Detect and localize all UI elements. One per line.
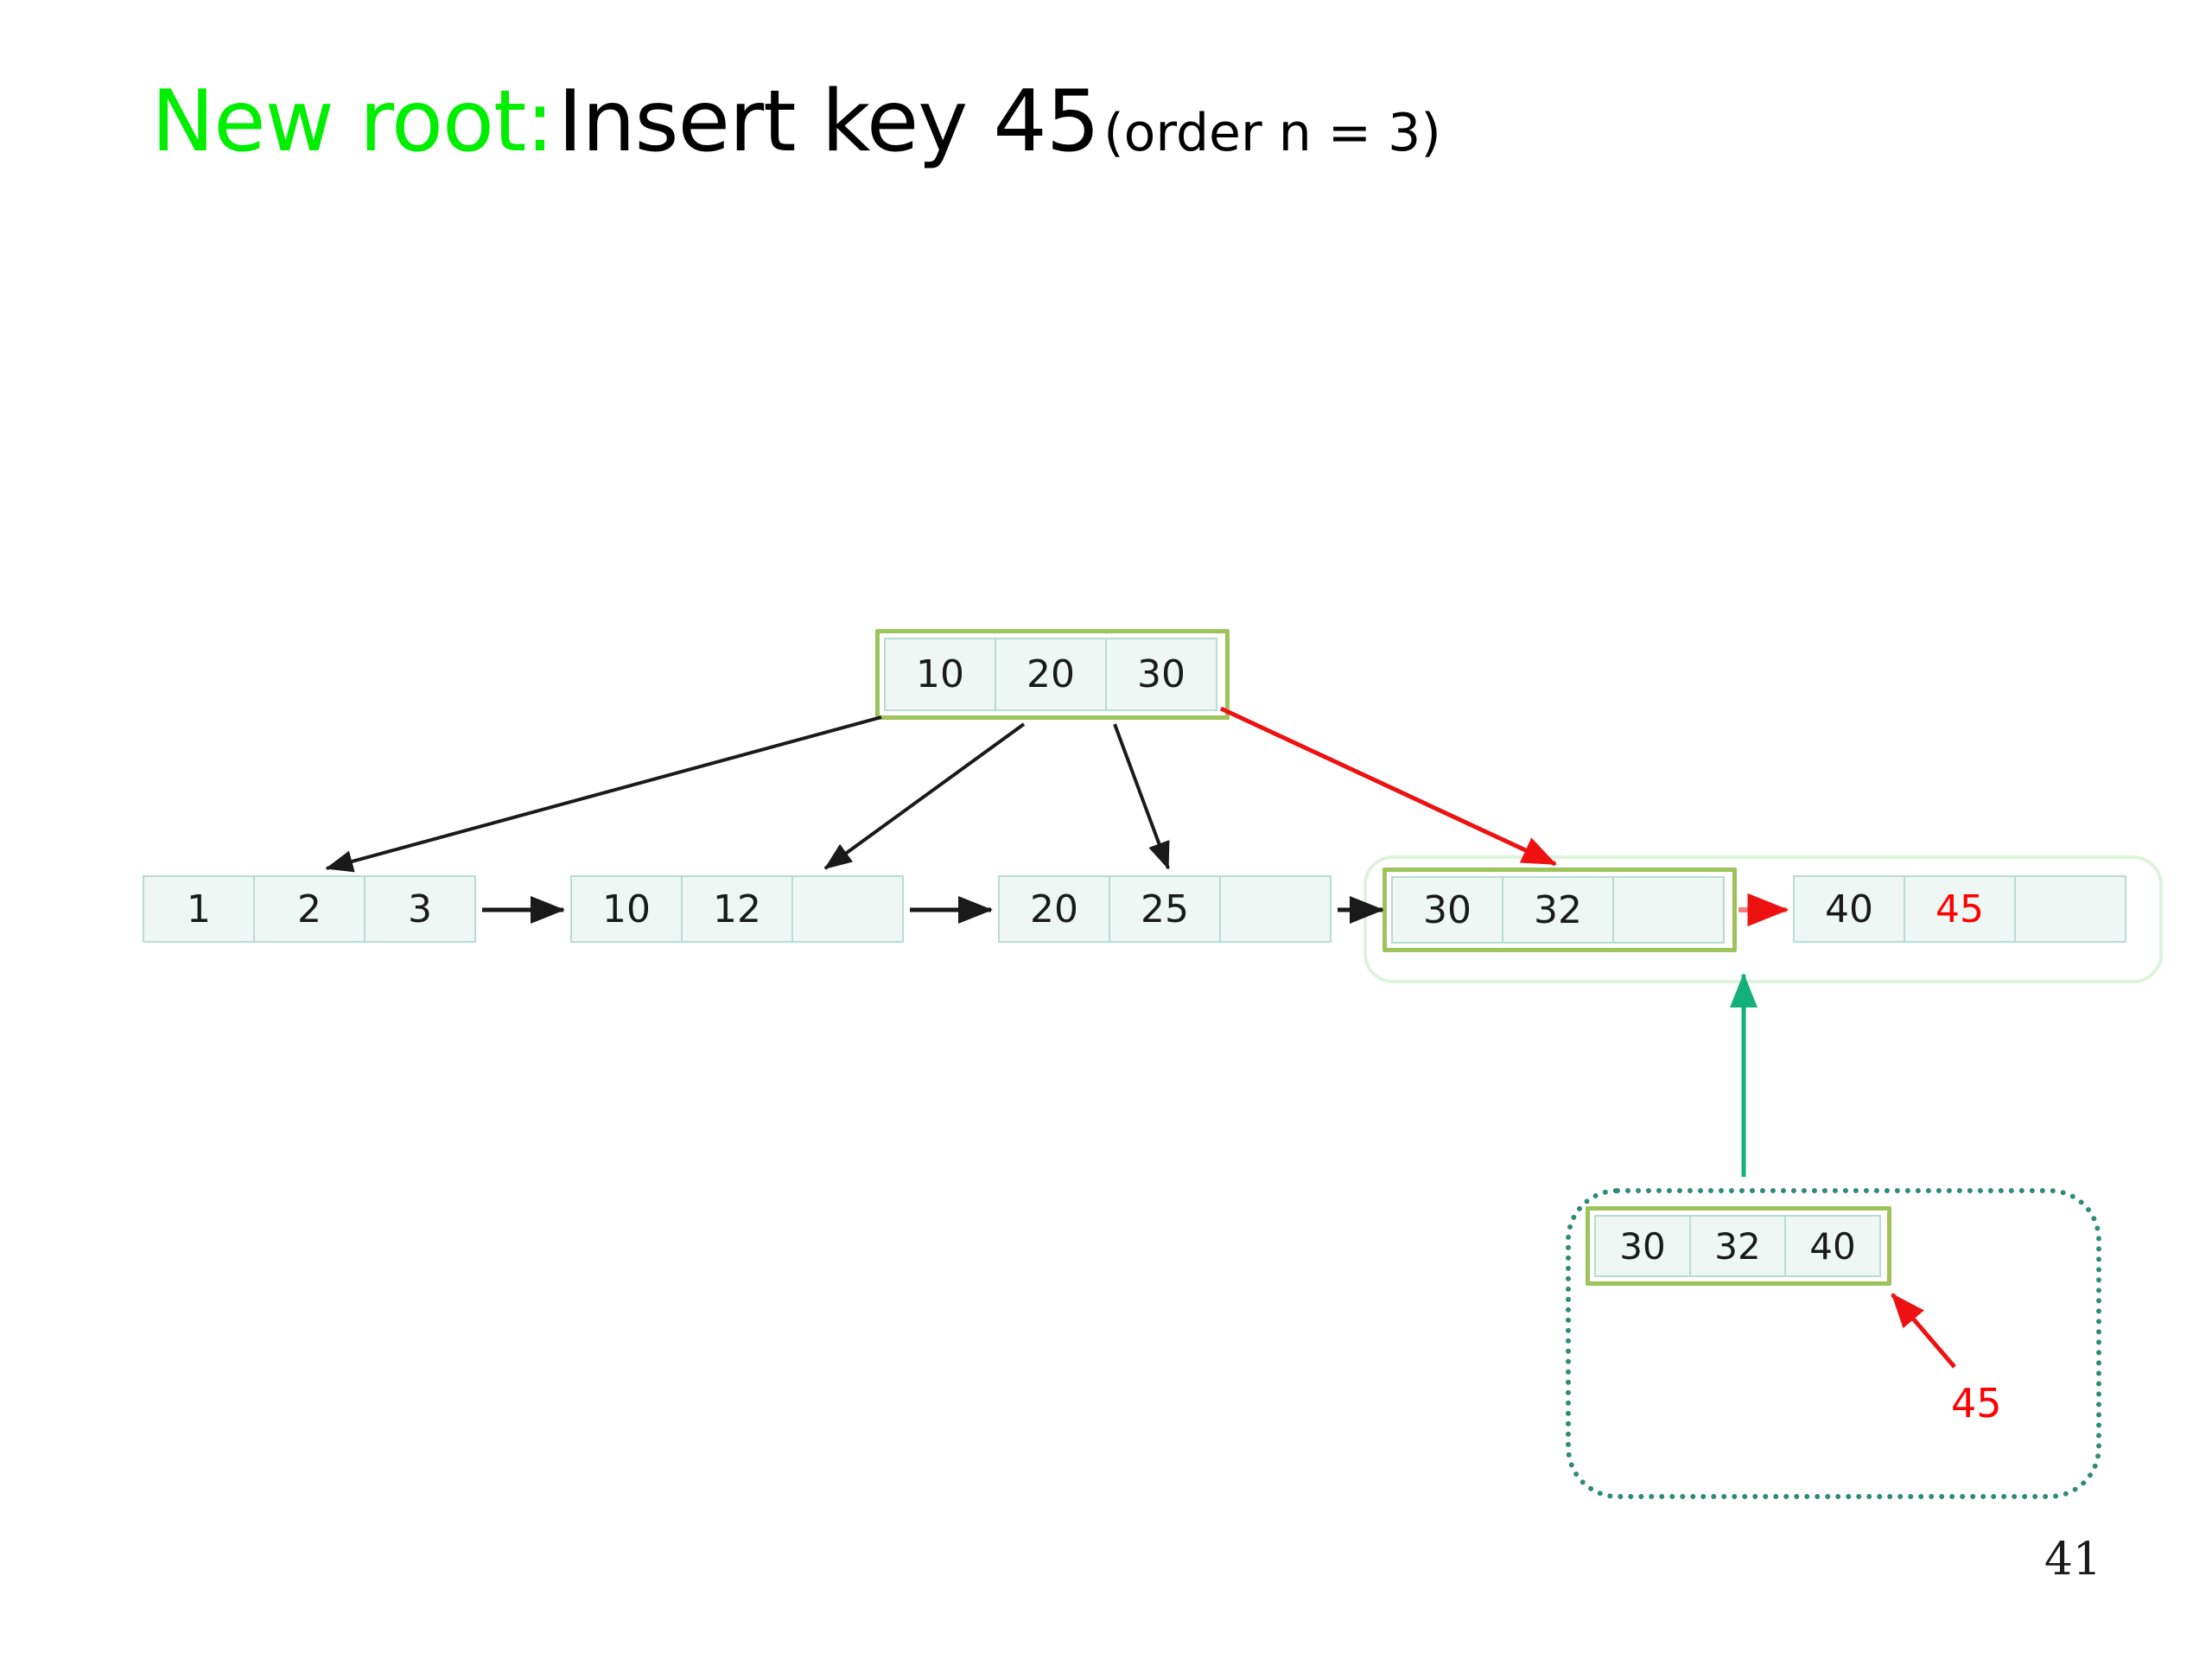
leaf-cell[interactable]: 2: [253, 875, 365, 943]
page-number: 41: [2044, 1534, 2101, 1586]
leaf-cell[interactable]: 40: [1793, 875, 1905, 943]
leaf-cell[interactable]: [1219, 875, 1332, 943]
leaf-cell-new-key[interactable]: 45: [1904, 875, 2016, 943]
leaf-node-1[interactable]: 1 2 3: [143, 875, 480, 943]
title-main-text: Insert key 45: [557, 73, 1101, 171]
root-cell[interactable]: 20: [995, 638, 1107, 711]
overflow-cell[interactable]: 40: [1784, 1215, 1881, 1277]
incoming-key-label: 45: [1951, 1380, 2002, 1427]
overflow-cell[interactable]: 30: [1594, 1215, 1691, 1277]
edge-root-to-leaf-2: [823, 722, 1026, 870]
leaf-cell[interactable]: 10: [570, 875, 683, 943]
leaf-node-2[interactable]: 10 12: [570, 875, 907, 943]
overflow-region: [1566, 1188, 2101, 1499]
root-node[interactable]: 10 20 30: [884, 638, 1221, 711]
leaf-cell[interactable]: 32: [1502, 876, 1614, 944]
leaf-cell[interactable]: 20: [998, 875, 1110, 943]
overflow-cell[interactable]: 32: [1689, 1215, 1786, 1277]
leaf-node-5[interactable]: 40 45: [1793, 875, 2130, 943]
overflow-node[interactable]: 30 32 40: [1594, 1215, 1883, 1277]
edge-root-to-leaf-1: [325, 715, 882, 873]
leaf-cell[interactable]: [1612, 876, 1725, 944]
root-cell[interactable]: 30: [1105, 638, 1217, 711]
leaf-node-3[interactable]: 20 25: [998, 875, 1335, 943]
title-lead-text: New root:: [151, 73, 554, 171]
title-order-note: (order n = 3): [1103, 103, 1441, 163]
leaf-cell[interactable]: 25: [1109, 875, 1221, 943]
edge-root-to-leaf-4-new: [1219, 706, 1557, 867]
edge-root-to-leaf-3: [1113, 723, 1170, 870]
leaf-4-highlight-frame: [1382, 868, 1737, 952]
leaf-cell[interactable]: 12: [681, 875, 793, 943]
root-highlight-frame: [875, 629, 1230, 720]
leaf-cell[interactable]: 1: [143, 875, 255, 943]
root-cell[interactable]: 10: [884, 638, 996, 711]
leaf-cell[interactable]: [791, 875, 904, 943]
leaf-cell[interactable]: 3: [364, 875, 476, 943]
leaf-cell[interactable]: 30: [1391, 876, 1503, 944]
page-title: New root: Insert key 45 (order n = 3): [151, 79, 1441, 164]
leaf-cell[interactable]: [2014, 875, 2126, 943]
leaf-node-4[interactable]: 30 32: [1391, 876, 1728, 944]
overflow-node-highlight-frame: [1586, 1206, 1891, 1286]
